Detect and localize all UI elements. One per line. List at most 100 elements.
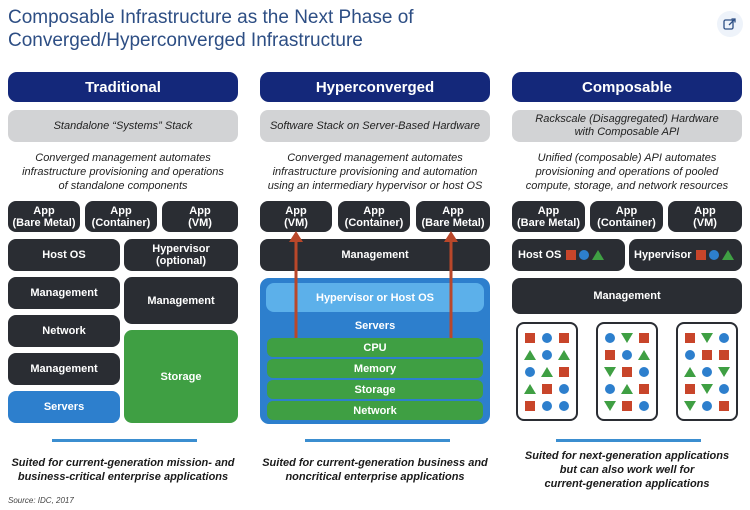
source-note: Source: IDC, 2017 [8, 496, 74, 505]
comp-hypervisor: Hypervisor [629, 239, 742, 271]
red-square-icon [605, 349, 615, 360]
composable-footer: Suited for next-generation applications … [524, 450, 730, 490]
trad-app-vm: App(VM) [162, 201, 238, 232]
green-triangle-icon [524, 383, 536, 394]
red-square-icon [639, 332, 649, 343]
blue-circle-icon [605, 383, 615, 394]
green-triangle-icon [684, 400, 696, 411]
green-triangle-icon [604, 366, 616, 377]
blue-circle-icon [709, 250, 720, 260]
arrow-up-left [289, 231, 303, 338]
resource-pool-1 [516, 322, 578, 421]
composable-divider [556, 439, 701, 442]
trad-app-bare-metal: App(Bare Metal) [8, 201, 80, 232]
red-square-icon [719, 349, 729, 360]
comp-app-container: App(Container) [590, 201, 663, 232]
hyperconverged-header: Hyperconverged [260, 72, 490, 102]
composable-header: Composable [512, 72, 742, 102]
blue-circle-icon [639, 366, 649, 377]
traditional-subhead: Standalone “Systems” Stack [8, 110, 238, 142]
arrow-up-right [444, 231, 458, 338]
share-button[interactable] [717, 11, 743, 37]
hyperconverged-divider [305, 439, 450, 442]
hci-memory: Memory [267, 359, 483, 378]
comp-host-os: Host OS [512, 239, 625, 271]
blue-circle-icon [559, 383, 569, 394]
red-square-icon [525, 400, 535, 411]
red-square-icon [685, 383, 695, 394]
blue-circle-icon [639, 400, 649, 411]
composable-description: Unified (composable) API automates provi… [525, 152, 729, 192]
hyperconverged-description: Converged management automates infrastru… [267, 152, 483, 192]
traditional-footer: Suited for current-generation mission- a… [11, 457, 235, 483]
trad-management-2: Management [8, 353, 120, 385]
hci-hypervisor: Hypervisor or Host OS [266, 283, 484, 312]
blue-circle-icon [542, 349, 552, 360]
red-square-icon [696, 250, 707, 260]
comp-app-vm: App(VM) [668, 201, 742, 232]
hci-app-vm: App(VM) [260, 201, 332, 232]
page-title: Composable Infrastructure as the Next Ph… [8, 7, 414, 51]
green-triangle-icon [621, 332, 633, 343]
blue-circle-icon [719, 383, 729, 394]
blue-circle-icon [719, 332, 729, 343]
blue-circle-icon [542, 400, 552, 411]
red-square-icon [559, 332, 569, 343]
resource-pool-2 [596, 322, 658, 421]
green-triangle-icon [722, 250, 735, 260]
traditional-divider [52, 439, 197, 442]
trad-management-right: Management [124, 277, 238, 324]
red-square-icon [559, 366, 569, 377]
trad-network: Network [8, 315, 120, 347]
green-triangle-icon [524, 349, 536, 360]
hyperconverged-footer: Suited for current-generation business a… [262, 457, 488, 483]
red-square-icon [542, 383, 552, 394]
trad-app-container: App(Container) [85, 201, 157, 232]
red-square-icon [685, 332, 695, 343]
hci-arrows [289, 231, 458, 338]
hci-storage: Storage [267, 380, 483, 399]
green-triangle-icon [718, 366, 730, 377]
blue-circle-icon [525, 366, 535, 377]
hyperconverged-subhead: Software Stack on Server-Based Hardware [260, 110, 490, 142]
green-triangle-icon [621, 383, 633, 394]
blue-circle-icon [622, 349, 632, 360]
green-triangle-icon [684, 366, 696, 377]
hci-cpu: CPU [267, 338, 483, 357]
resource-pool-3 [676, 322, 738, 421]
red-square-icon [566, 250, 577, 260]
comp-app-bare-metal: App(Bare Metal) [512, 201, 585, 232]
blue-circle-icon [702, 366, 712, 377]
green-triangle-icon [701, 332, 713, 343]
green-triangle-icon [592, 250, 605, 260]
blue-circle-icon [542, 332, 552, 343]
trad-servers: Servers [8, 391, 120, 423]
blue-circle-icon [605, 332, 615, 343]
red-square-icon [525, 332, 535, 343]
share-icon [723, 18, 736, 30]
blue-circle-icon [559, 400, 569, 411]
green-triangle-icon [558, 349, 570, 360]
hci-app-bare-metal: App(Bare Metal) [416, 201, 490, 232]
green-triangle-icon [638, 349, 650, 360]
red-square-icon [622, 400, 632, 411]
green-triangle-icon [541, 366, 553, 377]
hci-network: Network [267, 401, 483, 420]
trad-host-os: Host OS [8, 239, 120, 271]
blue-circle-icon [702, 400, 712, 411]
traditional-header: Traditional [8, 72, 238, 102]
red-square-icon [702, 349, 712, 360]
blue-circle-icon [579, 250, 590, 260]
trad-storage: Storage [124, 330, 238, 423]
green-triangle-icon [604, 400, 616, 411]
red-square-icon [639, 383, 649, 394]
trad-management-1: Management [8, 277, 120, 309]
blue-circle-icon [685, 349, 695, 360]
traditional-description: Converged management automates infrastru… [22, 152, 224, 192]
hci-servers-label: Servers [354, 320, 396, 332]
hci-app-container: App(Container) [338, 201, 410, 232]
green-triangle-icon [701, 383, 713, 394]
comp-management: Management [512, 278, 742, 314]
red-square-icon [622, 366, 632, 377]
